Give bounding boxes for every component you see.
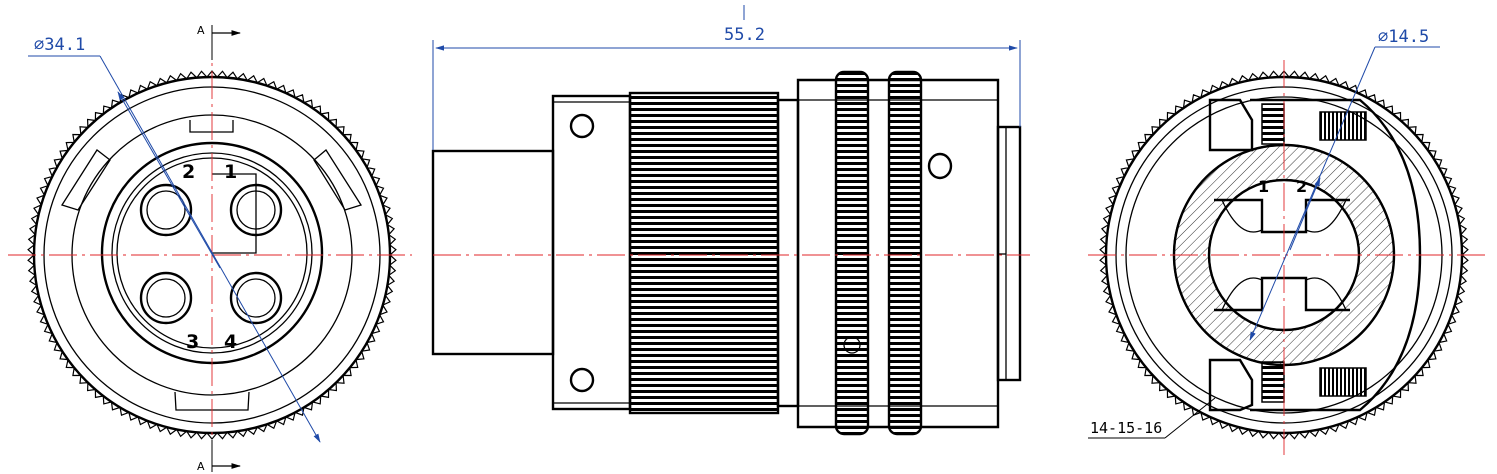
section-label-bottom: A xyxy=(197,460,205,473)
pin-label-4: 4 xyxy=(224,331,237,353)
length-label: 55.2 xyxy=(724,25,765,45)
rear-pin-label-2: 2 xyxy=(1296,177,1307,196)
pin-label-1: 1 xyxy=(224,161,237,183)
rear-pin-label-1: 1 xyxy=(1258,177,1269,196)
front-view: 2 1 3 4 A A ∅34.1 xyxy=(8,24,412,473)
front-diameter-label: ∅34.1 xyxy=(34,35,85,55)
section-label-top: A xyxy=(197,24,205,37)
rear-view: 1 2 ∅14.5 14-15-16 xyxy=(1088,27,1490,455)
pin-label-2: 2 xyxy=(182,161,195,183)
pin-label-3: 3 xyxy=(186,331,199,353)
side-view: 55.2 xyxy=(431,5,1030,436)
rear-diameter-label: ∅14.5 xyxy=(1378,27,1429,47)
callout-label: 14-15-16 xyxy=(1090,419,1162,437)
